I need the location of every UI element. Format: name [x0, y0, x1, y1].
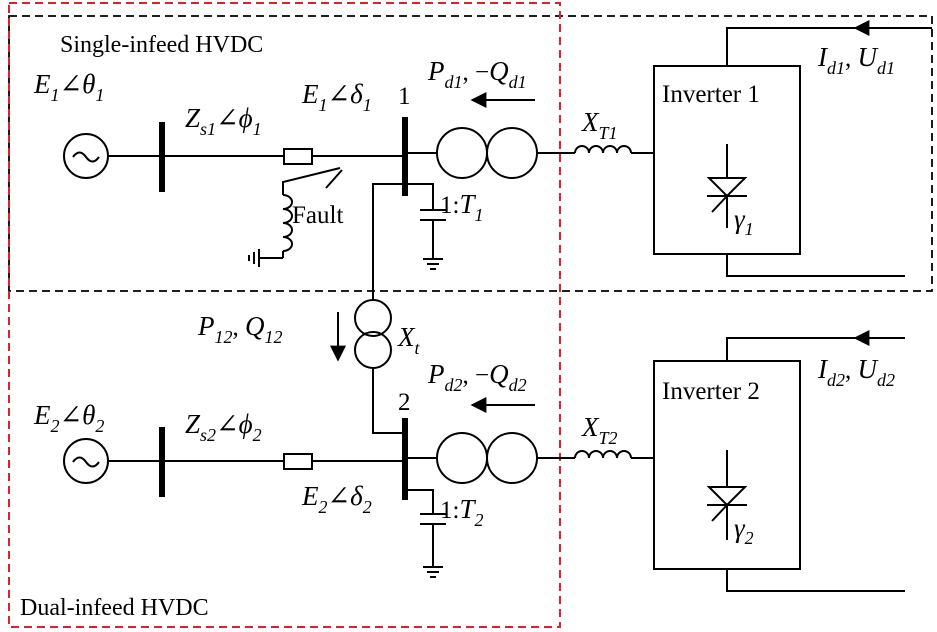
power-1-label: Pd1, −Qd1	[427, 56, 527, 92]
ground-icon	[423, 566, 443, 578]
thyristor-1-icon	[706, 144, 748, 228]
reactor-2-label: XT2	[581, 412, 618, 448]
ground-icon	[423, 258, 443, 270]
ac-source-2	[63, 438, 109, 484]
bus-1-voltage-label: E1∠δ1	[301, 79, 372, 115]
bus-2-voltage-label: E2∠δ2	[301, 481, 372, 517]
inverter-1-label: Inverter 1	[662, 81, 760, 108]
fault-label: Fault	[292, 202, 343, 229]
bus-2-number: 2	[398, 389, 411, 416]
thyristor-2-icon	[706, 450, 748, 540]
power-2-label: Pd2, −Qd2	[427, 359, 527, 395]
tie-transformer	[354, 299, 392, 369]
dc-2-label: Id2, Ud2	[817, 354, 895, 390]
inverter-2-label: Inverter 2	[662, 378, 760, 405]
tie-power-label: P12, Q12	[197, 311, 283, 347]
sine-icon	[72, 456, 100, 468]
gamma-2-label: γ2	[734, 513, 754, 548]
dual-infeed-title: Dual-infeed HVDC	[20, 595, 209, 621]
impedance-1-label: Zs1∠ϕ1	[185, 103, 262, 139]
fault-ground-icon	[248, 249, 260, 267]
dual-infeed-box	[8, 2, 561, 628]
transformer-2-ratio: 1:T2	[440, 494, 483, 530]
tie-reactance-label: Xt	[397, 322, 421, 358]
impedance-2-label: Zs2∠ϕ2	[185, 409, 262, 445]
transformer-1	[436, 127, 538, 179]
source-1-label: E1∠θ1	[33, 69, 104, 105]
reactor-1-label: XT1	[581, 107, 618, 143]
bus-1-number: 1	[398, 83, 411, 110]
fault-inductor	[282, 194, 293, 252]
capacitor-1	[405, 183, 446, 270]
dc-1-label: Id1, Ud1	[817, 42, 895, 78]
transformer-2	[436, 432, 538, 484]
fault-branch	[248, 167, 343, 267]
top-system: Fault Inverter 1	[63, 20, 932, 277]
single-infeed-box	[8, 15, 933, 292]
reactor-1	[574, 145, 632, 154]
bottom-system: Inverter 2	[63, 330, 905, 592]
capacitor-2	[405, 489, 446, 578]
sine-icon	[72, 151, 100, 163]
transformer-1-ratio: 1:T1	[440, 189, 483, 225]
gamma-1-label: γ1	[734, 204, 754, 239]
reactor-2	[574, 450, 632, 459]
ac-source-1	[63, 133, 109, 179]
tie-line	[330, 183, 405, 434]
fault-switch	[325, 169, 343, 189]
impedance-1	[283, 148, 313, 165]
single-infeed-title: Single-infeed HVDC	[60, 32, 263, 58]
impedance-2	[283, 453, 313, 470]
source-2-label: E2∠θ2	[33, 400, 104, 436]
